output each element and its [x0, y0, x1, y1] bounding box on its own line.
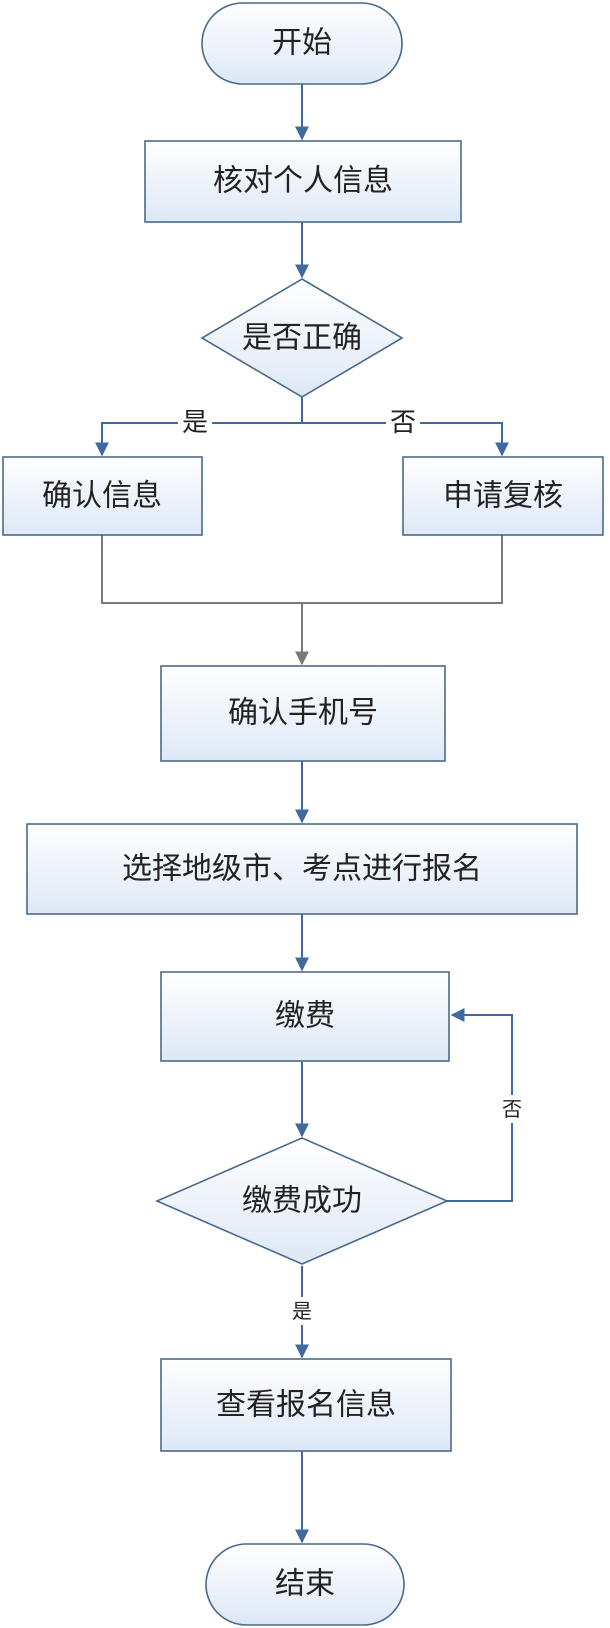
svg-text:是否正确: 是否正确	[242, 321, 362, 356]
node-pay: 缴费	[160, 971, 450, 1062]
svg-text:选择地级市、考点进行报名: 选择地级市、考点进行报名	[122, 852, 482, 887]
node-confirm-phone: 确认手机号	[160, 665, 446, 762]
node-end: 结束	[205, 1543, 405, 1626]
svg-text:申请复核: 申请复核	[443, 479, 563, 514]
node-confirm-info: 确认信息	[2, 456, 203, 536]
edge-decision-yes	[95, 422, 302, 457]
label-correct-no: 否	[390, 408, 416, 438]
label-correct-yes: 是	[182, 408, 208, 438]
svg-text:缴费成功: 缴费成功	[242, 1184, 362, 1219]
node-is-correct-decision: 是否正确	[200, 278, 404, 398]
node-verify-info: 核对个人信息	[144, 140, 462, 223]
node-apply-review: 申请复核	[402, 456, 604, 536]
label-pay-yes: 是	[292, 1299, 312, 1323]
node-view-info: 查看报名信息	[160, 1358, 452, 1452]
edge-decision-no	[302, 422, 509, 457]
edge-merge-lines	[101, 535, 503, 604]
label-pay-no: 否	[502, 1097, 522, 1121]
node-start: 开始	[201, 2, 403, 85]
svg-text:开始: 开始	[272, 26, 332, 61]
svg-text:核对个人信息: 核对个人信息	[213, 164, 393, 199]
svg-text:结束: 结束	[275, 1567, 335, 1602]
node-pay-success-decision: 缴费成功	[154, 1137, 450, 1265]
node-select-register: 选择地级市、考点进行报名	[26, 823, 578, 915]
svg-text:确认信息: 确认信息	[42, 479, 162, 514]
svg-text:缴费: 缴费	[275, 999, 335, 1034]
svg-text:确认手机号: 确认手机号	[228, 696, 378, 731]
svg-text:查看报名信息: 查看报名信息	[216, 1388, 396, 1423]
